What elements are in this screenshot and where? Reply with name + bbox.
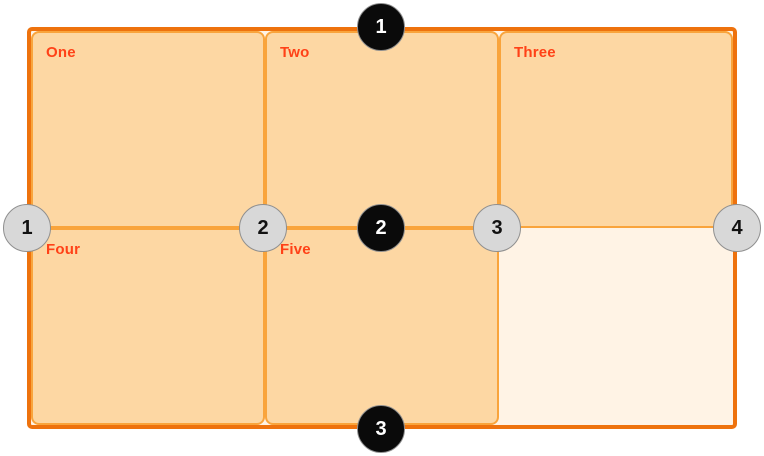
row-line-badge-3: 3 bbox=[357, 405, 405, 453]
grid-cell-four: Four bbox=[31, 228, 265, 425]
grid-cell-one: One bbox=[31, 31, 265, 228]
row-line-badge-2: 2 bbox=[357, 204, 405, 252]
column-line-badge-4: 4 bbox=[713, 204, 761, 252]
grid-cell-empty bbox=[499, 228, 733, 425]
column-line-badge-3: 3 bbox=[473, 204, 521, 252]
column-line-badge-1: 1 bbox=[3, 204, 51, 252]
grid-cells: One Two Three Four Five bbox=[31, 31, 733, 425]
row-line-badge-1: 1 bbox=[357, 3, 405, 51]
grid-cell-three: Three bbox=[499, 31, 733, 228]
grid-container: One Two Three Four Five bbox=[27, 27, 737, 429]
grid-cell-two: Two bbox=[265, 31, 499, 228]
grid-cell-five: Five bbox=[265, 228, 499, 425]
column-line-badge-2: 2 bbox=[239, 204, 287, 252]
